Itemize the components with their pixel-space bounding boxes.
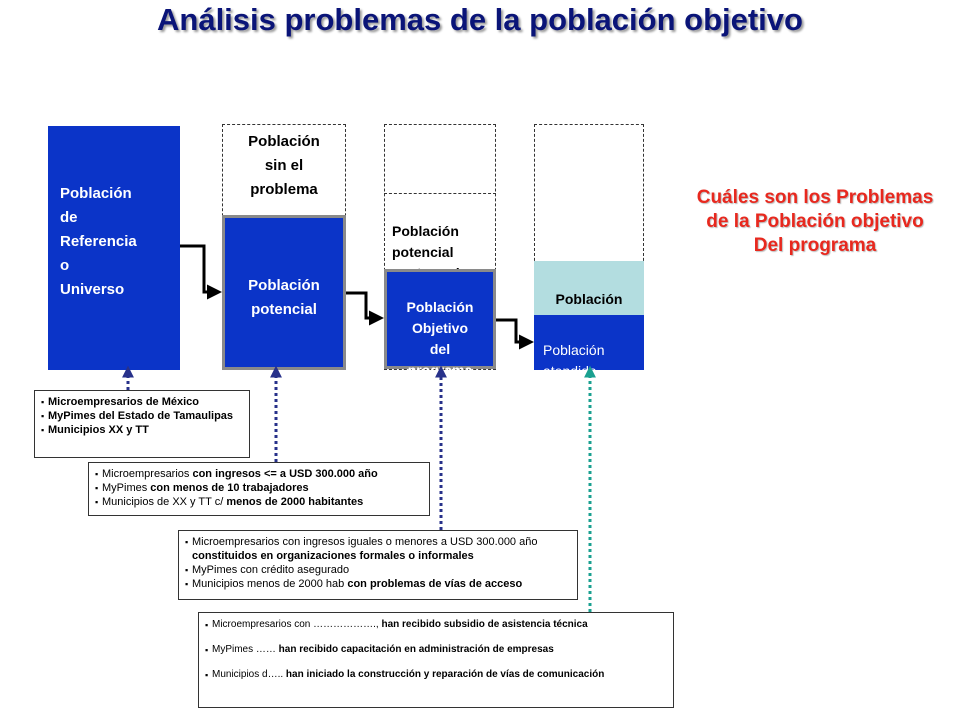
note-objetivo-item: MyPimes con crédito asegurado xyxy=(185,563,571,577)
note-objetivo-item: Microempresarios con ingresos iguales o … xyxy=(185,535,571,563)
poblacion-potencial-label: Población potencial xyxy=(248,277,320,318)
note-objetivo: Microempresarios con ingresos iguales o … xyxy=(178,530,578,600)
arrow-objetivo-to-atendida xyxy=(496,318,534,350)
note-universo-item: MyPimes del Estado de Tamaulipas xyxy=(41,409,243,423)
poblacion-atendida-box: Población atendida xyxy=(534,315,644,379)
note-atendida: Microempresarios con ………………., han recibi… xyxy=(198,612,674,708)
note-potencial-item: MyPimes con menos de 10 trabajadores xyxy=(95,481,423,495)
note-potencial: Microempresarios con ingresos <= a USD 3… xyxy=(88,462,430,516)
note-universo-item: Microempresarios de México xyxy=(41,395,243,409)
note-potencial-item: Microempresarios con ingresos <= a USD 3… xyxy=(95,467,423,481)
page-title: Análisis problemas de la población objet… xyxy=(157,2,803,37)
poblacion-espera-box: Población en espera xyxy=(534,261,644,330)
poblacion-referencia-box: Población de Referencia o Universo xyxy=(48,126,180,370)
note-universo: Microempresarios de México MyPimes del E… xyxy=(34,390,250,458)
note-universo-item: Municipios XX y TT xyxy=(41,423,243,437)
arrow-potencial-to-objetivo xyxy=(346,291,384,326)
poblacion-sin-problema-label: Población sin el problema xyxy=(248,133,320,198)
arrow-referencia-to-potencial xyxy=(180,244,222,300)
poblacion-referencia-label: Población de Referencia o Universo xyxy=(60,185,137,298)
poblacion-objetivo-label: Población Objetivo del programa xyxy=(406,299,474,378)
note-atendida-item: Municipios d….. han iniciado la construc… xyxy=(205,669,667,681)
problemas-question: Cuáles son los Problemas de la Población… xyxy=(696,187,934,256)
poblacion-potencial-box: Población potencial xyxy=(222,215,346,370)
poblacion-atendida-label: Población atendida xyxy=(543,342,605,379)
note-potencial-item: Municipios de XX y TT c/ menos de 2000 h… xyxy=(95,495,423,509)
note-atendida-item: MyPimes …… han recibido capacitación en … xyxy=(205,644,667,656)
note-objetivo-item: Municipios menos de 2000 hab con problem… xyxy=(185,577,571,591)
note-atendida-item: Microempresarios con ………………., han recibi… xyxy=(205,619,667,631)
